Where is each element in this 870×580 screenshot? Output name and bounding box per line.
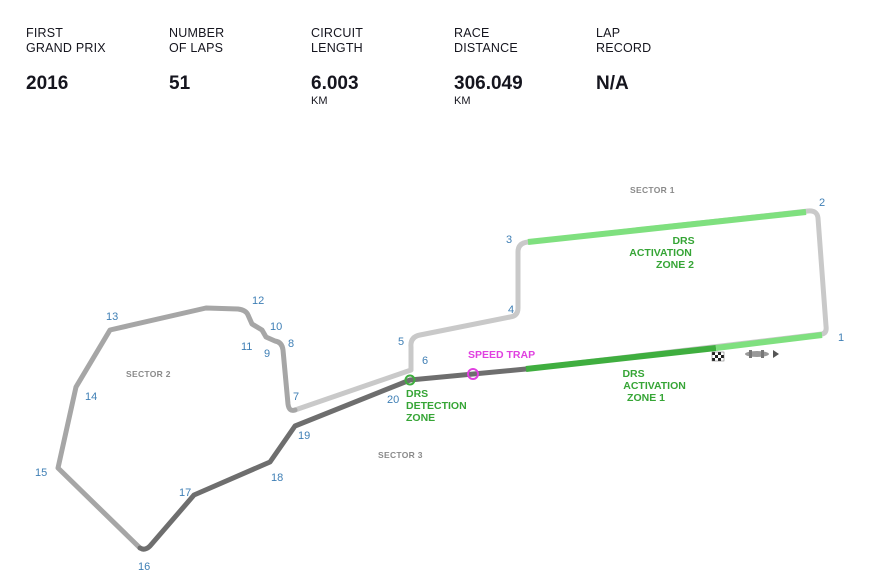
track-sector-3 xyxy=(137,366,529,552)
turn-9-label: 9 xyxy=(264,348,270,360)
turn-3-label: 3 xyxy=(506,234,512,246)
turn-14-label: 14 xyxy=(85,391,97,403)
stat-lap-record: LAP RECORD N/A xyxy=(596,26,736,94)
turn-10-label: 10 xyxy=(270,321,282,333)
turn-12-label: 12 xyxy=(252,295,264,307)
turn-13-label: 13 xyxy=(106,311,118,323)
drs-detection-line: ZONE xyxy=(406,412,435,424)
stat-label-line: RECORD xyxy=(596,41,652,55)
drs-zone-1-line: ACTIVATION xyxy=(623,380,686,392)
drs-zone-1-line: DRS xyxy=(622,368,644,380)
track-sector-2 xyxy=(55,305,298,551)
stat-first-grand-prix: FIRST GRAND PRIX 2016 xyxy=(26,26,166,94)
circuit-stats: FIRST GRAND PRIX 2016 NUMBER OF LAPS 51 … xyxy=(26,26,726,116)
drs-zone-1-track-dark xyxy=(525,345,717,372)
turn-19-label: 19 xyxy=(298,430,310,442)
turn-5-label: 5 xyxy=(398,336,404,348)
stat-label: RACE DISTANCE xyxy=(454,26,594,56)
sector-1-label: SECTOR 1 xyxy=(630,185,675,195)
stat-label: FIRST GRAND PRIX xyxy=(26,26,166,56)
stat-label-line: FIRST xyxy=(26,26,64,40)
stat-label: NUMBER OF LAPS xyxy=(169,26,309,56)
sector-3-label: SECTOR 3 xyxy=(378,450,423,460)
stat-race-distance: RACE DISTANCE 306.049 KM xyxy=(454,26,594,107)
drs-detection-marker xyxy=(404,374,416,386)
stat-value: 6.003 xyxy=(311,73,359,94)
stat-label-line: GRAND PRIX xyxy=(26,41,106,55)
stat-label-line: DISTANCE xyxy=(454,41,518,55)
stat-label-line: LAP xyxy=(596,26,621,40)
drs-detection-label: DRS DETECTION ZONE xyxy=(406,388,470,424)
stat-value: 2016 xyxy=(26,73,69,94)
drs-zone-1-track-light xyxy=(715,332,823,351)
finish-flag-icon xyxy=(711,351,725,362)
stat-label-line: OF LAPS xyxy=(169,41,224,55)
turn-4-label: 4 xyxy=(508,304,514,316)
stat-label-line: LENGTH xyxy=(311,41,363,55)
stat-label-line: NUMBER xyxy=(169,26,225,40)
stat-label-line: RACE xyxy=(454,26,490,40)
drs-zone-2-line: DRS xyxy=(672,235,694,247)
stat-number-of-laps: NUMBER OF LAPS 51 xyxy=(169,26,309,94)
speed-trap-marker xyxy=(467,368,479,380)
stat-value: 51 xyxy=(169,73,191,94)
stat-value: N/A xyxy=(596,73,629,94)
turn-18-label: 18 xyxy=(271,472,283,484)
turn-2-label: 2 xyxy=(819,197,825,209)
turn-7-label: 7 xyxy=(293,391,299,403)
turn-11-label: 11 xyxy=(241,341,252,353)
stat-value: 306.049 xyxy=(454,73,523,94)
turn-20-label: 20 xyxy=(387,394,399,406)
sector-2-label: SECTOR 2 xyxy=(126,369,171,379)
drs-zone-1-label: DRS ACTIVATION ZONE 1 xyxy=(622,368,688,404)
car-direction-icon xyxy=(745,350,779,358)
turn-16-label: 16 xyxy=(138,561,150,573)
stat-label: LAP RECORD xyxy=(596,26,736,56)
stat-circuit-length: CIRCUIT LENGTH 6.003 KM xyxy=(311,26,451,107)
stat-unit: KM xyxy=(311,95,328,107)
drs-zone-2-line: ZONE 2 xyxy=(656,259,694,271)
drs-zone-2-label: DRS ACTIVATION ZONE 2 xyxy=(629,235,697,271)
drs-zone-1-line: ZONE 1 xyxy=(627,392,665,404)
stat-label: CIRCUIT LENGTH xyxy=(311,26,451,56)
stat-unit: KM xyxy=(454,95,471,107)
track-sector-1 xyxy=(292,208,829,413)
turn-1-label: 1 xyxy=(838,332,844,344)
turn-15-label: 15 xyxy=(35,467,47,479)
stat-label-line: CIRCUIT xyxy=(311,26,364,40)
speed-trap-label: SPEED TRAP xyxy=(468,349,535,361)
drs-zone-2-track xyxy=(527,209,807,245)
drs-zone-2-line: ACTIVATION xyxy=(629,247,692,259)
drs-detection-line: DETECTION xyxy=(406,400,467,412)
turn-17-label: 17 xyxy=(179,487,191,499)
turn-8-label: 8 xyxy=(288,338,294,350)
drs-detection-line: DRS xyxy=(406,388,428,400)
turn-6-label: 6 xyxy=(422,355,428,367)
